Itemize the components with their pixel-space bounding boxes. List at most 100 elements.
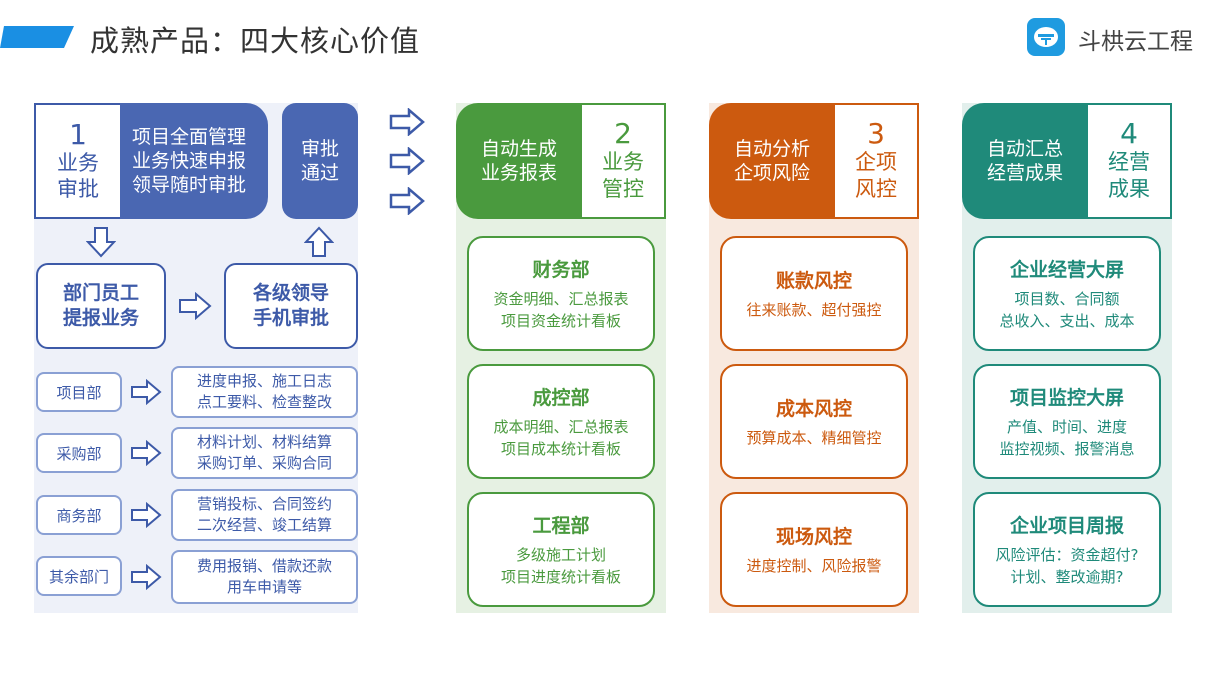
- item-line: 计划、整改逾期?: [1010, 568, 1124, 586]
- staff-line: 提报业务: [62, 307, 139, 329]
- staff-submit-card: 部门员工 提报业务: [36, 263, 166, 349]
- desc-line: 业务快速申报: [132, 150, 247, 172]
- item-line: 预算成本、精细管控: [746, 429, 882, 447]
- task-line: 费用报销、借款还款: [196, 557, 332, 575]
- step-number: 1: [69, 118, 87, 151]
- page-title: 成熟产品：四大核心价值: [90, 24, 421, 58]
- value-item-card: 成本风控预算成本、精细管控: [720, 364, 908, 479]
- value-item-card: 成控部成本明细、汇总报表项目成本统计看板: [467, 364, 655, 479]
- logo-icon: [1027, 18, 1065, 56]
- item-line: 往来账款、超付强控: [746, 301, 882, 319]
- task-line: 采购订单、采购合同: [196, 454, 332, 472]
- task-line: 二次经营、竣工结算: [196, 516, 332, 534]
- dept-card: 商务部: [36, 495, 122, 535]
- arrow-right-icon: [389, 147, 425, 175]
- arrow-right-icon: [131, 502, 162, 528]
- step-label-line: 业务: [602, 150, 644, 174]
- brand-name: 斗栱云工程: [1078, 29, 1193, 55]
- task-line: 用车申请等: [226, 578, 302, 596]
- arrow-right-icon: [131, 379, 162, 405]
- item-line: 项目成本统计看板: [500, 440, 621, 458]
- column-head: 自动分析企项风险: [709, 103, 835, 219]
- approved-line: 审批: [300, 138, 339, 160]
- dept-name: 商务部: [56, 506, 102, 525]
- item-line: 项目进度统计看板: [500, 568, 621, 586]
- leader-approve-card: 各级领导 手机审批: [224, 263, 358, 349]
- dept-tasks: 材料计划、材料结算 采购订单、采购合同: [171, 427, 358, 479]
- approved-box: 审批 通过: [282, 103, 358, 219]
- dept-card: 其余部门: [36, 556, 122, 596]
- item-title: 账款风控: [775, 270, 852, 292]
- title-accent-bar: [0, 26, 74, 48]
- arrow-right-icon: [389, 108, 425, 136]
- arrow-right-icon: [131, 440, 162, 466]
- staff-line: 部门员工: [62, 282, 139, 304]
- dept-name: 采购部: [56, 444, 102, 463]
- item-title: 企业经营大屏: [1009, 259, 1124, 281]
- step-number: 4: [1120, 117, 1138, 150]
- arrow-right-icon: [389, 187, 425, 215]
- column-head-line: 企项风险: [733, 162, 810, 184]
- step-number: 2: [614, 117, 632, 150]
- step-label-line: 审批: [57, 177, 99, 201]
- item-line: 资金明细、汇总报表: [493, 290, 629, 308]
- item-line: 成本明细、汇总报表: [493, 418, 629, 436]
- step-1-header: 1 业务 审批: [34, 103, 122, 219]
- approved-line: 通过: [300, 162, 339, 184]
- step-label-line: 管控: [602, 177, 644, 201]
- dept-card: 项目部: [36, 372, 122, 412]
- item-title: 成控部: [532, 387, 590, 409]
- item-title: 项目监控大屏: [1009, 387, 1124, 409]
- value-item-card: 现场风控进度控制、风险报警: [720, 492, 908, 607]
- leader-line: 手机审批: [252, 307, 329, 329]
- item-title: 工程部: [532, 515, 590, 537]
- item-line: 进度控制、风险报警: [746, 557, 882, 575]
- dept-tasks: 营销投标、合同签约 二次经营、竣工结算: [171, 489, 358, 541]
- column-head-line: 自动生成: [480, 138, 557, 160]
- column-head: 自动生成业务报表: [456, 103, 582, 219]
- arrow-right-icon: [179, 292, 212, 320]
- value-item-card: 企业项目周报风险评估：资金超付? 计划、整改逾期?: [973, 492, 1161, 607]
- item-title: 成本风控: [775, 398, 852, 420]
- dept-name: 项目部: [56, 383, 102, 402]
- item-line: 总收入、支出、成本: [999, 312, 1135, 330]
- value-item-card: 企业经营大屏项目数、合同额总收入、支出、成本: [973, 236, 1161, 351]
- value-item-card: 项目监控大屏产值、时间、进度监控视频、报警消息: [973, 364, 1161, 479]
- item-line: 多级施工计划: [515, 546, 606, 564]
- item-line: 项目资金统计看板: [500, 312, 621, 330]
- arrow-down-icon: [86, 227, 116, 258]
- step-number: 3: [867, 117, 885, 150]
- item-line: 产值、时间、进度: [1006, 418, 1127, 436]
- dept-card: 采购部: [36, 433, 122, 473]
- value-item-card: 账款风控往来账款、超付强控: [720, 236, 908, 351]
- arrow-up-icon: [304, 226, 334, 257]
- item-line: 风险评估：资金超付?: [995, 546, 1139, 564]
- step-label-line: 业务: [57, 151, 99, 175]
- step-label-line: 经营: [1108, 150, 1150, 174]
- dept-name: 其余部门: [48, 567, 109, 586]
- dept-tasks: 费用报销、借款还款 用车申请等: [171, 550, 358, 604]
- step-label-line: 企项: [855, 150, 897, 174]
- dept-tasks: 进度申报、施工日志 点工要料、检查整改: [171, 366, 358, 418]
- step-label-line: 成果: [1108, 177, 1150, 201]
- item-line: 项目数、合同额: [1014, 290, 1120, 308]
- task-line: 材料计划、材料结算: [196, 433, 332, 451]
- task-line: 营销投标、合同签约: [196, 495, 332, 513]
- value-item-card: 财务部资金明细、汇总报表项目资金统计看板: [467, 236, 655, 351]
- value-item-card: 工程部多级施工计划项目进度统计看板: [467, 492, 655, 607]
- task-line: 点工要料、检查整改: [196, 393, 332, 411]
- leader-line: 各级领导: [252, 282, 329, 304]
- arrow-right-icon: [131, 564, 162, 590]
- item-title: 财务部: [532, 259, 590, 281]
- step-label-line: 风控: [855, 177, 897, 201]
- item-title: 现场风控: [775, 526, 852, 548]
- item-line: 监控视频、报警消息: [999, 440, 1135, 458]
- item-title: 企业项目周报: [1009, 515, 1124, 537]
- column-head-line: 自动汇总: [986, 138, 1063, 160]
- step-1-description: 项目全面管理 业务快速申报 领导随时审批: [120, 103, 268, 219]
- column-head-line: 经营成果: [986, 162, 1063, 184]
- column-head: 自动汇总经营成果: [962, 103, 1088, 219]
